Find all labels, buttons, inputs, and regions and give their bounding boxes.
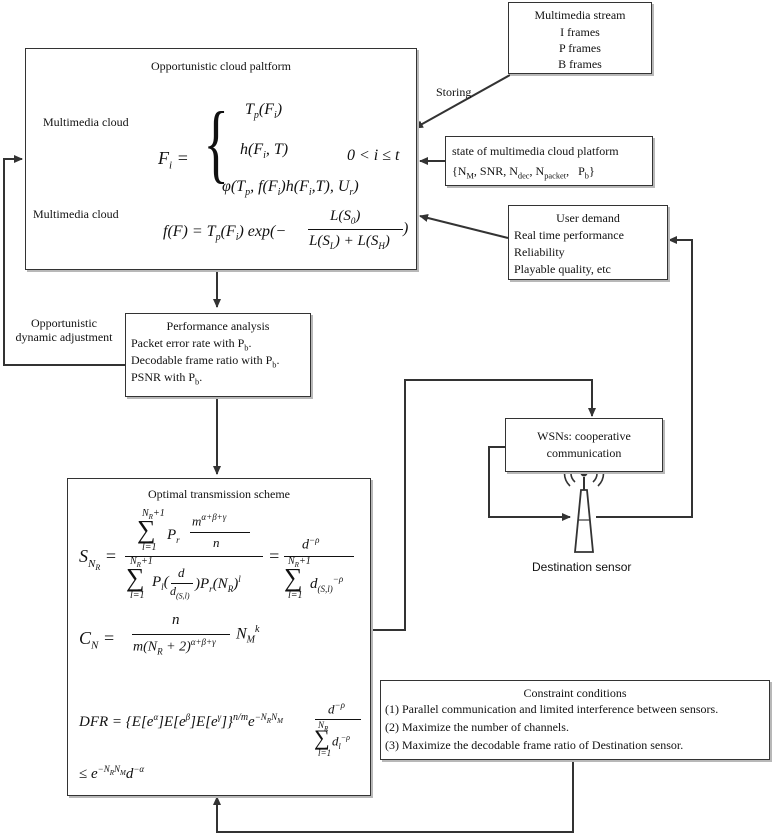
constraint-item-1: (1) Parallel communication and limited i… bbox=[385, 702, 719, 716]
platform-box bbox=[25, 48, 417, 270]
constraint-item-2: (2) Maximize the number of channels. bbox=[385, 720, 569, 734]
arrow-user-demand bbox=[419, 214, 509, 239]
user-demand-box: User demand Real time performance Reliab… bbox=[508, 205, 668, 280]
state-params: {NM, SNR, Ndec, Npacket, Pb} bbox=[452, 164, 595, 181]
stream-item-p: P frames bbox=[559, 41, 601, 55]
state-box: state of multimedia cloud platform {NM, … bbox=[445, 136, 653, 186]
platform-title: Opportunistic cloud paltform bbox=[151, 59, 291, 73]
destination-sensor-label: Destination sensor bbox=[532, 560, 632, 574]
arrow-destination-to-user-demand bbox=[596, 236, 693, 518]
wsn-title: WSNs: cooperative bbox=[537, 429, 631, 443]
user-demand-item-2: Reliability bbox=[514, 245, 565, 259]
performance-title: Performance analysis bbox=[166, 319, 270, 333]
eq1-condition: 0 < i ≤ t bbox=[347, 147, 400, 164]
arrow-wsn-to-destination bbox=[488, 446, 571, 521]
adjustment-label-2: dynamic adjustment bbox=[15, 330, 113, 344]
cloud-label-2: Multimedia cloud bbox=[33, 207, 119, 221]
optimal-box bbox=[67, 478, 371, 796]
arrow-optimal-to-wsn bbox=[372, 379, 596, 631]
performance-item-2: Decodable frame ratio with Pb. bbox=[131, 353, 280, 370]
stream-item-b: B frames bbox=[558, 57, 602, 71]
performance-item-3: PSNR with Pb. bbox=[131, 370, 203, 387]
eq1-lhs: F bbox=[158, 148, 169, 168]
adjustment-label-1: Opportunistic bbox=[31, 316, 97, 330]
arrow-storing bbox=[414, 74, 511, 129]
performance-item-1: Packet error rate with Pb. bbox=[131, 336, 252, 353]
storing-label: Storing bbox=[436, 85, 472, 99]
antenna-icon bbox=[563, 459, 605, 553]
performance-box: Performance analysis Packet error rate w… bbox=[125, 313, 311, 397]
user-demand-item-1: Real time performance bbox=[514, 228, 624, 242]
constraints-title: Constraint conditions bbox=[523, 686, 627, 700]
arrow-dynamic-adjustment bbox=[3, 155, 125, 366]
multimedia-stream-title: Multimedia stream bbox=[534, 8, 626, 22]
wsn-subtitle: communication bbox=[546, 446, 622, 460]
multimedia-stream-box: Multimedia stream I frames P frames B fr… bbox=[508, 2, 652, 74]
wsn-box: WSNs: cooperative communication bbox=[505, 418, 663, 472]
arrow-constraints-to-optimal bbox=[213, 760, 574, 833]
optimal-title: Optimal transmission scheme bbox=[148, 487, 290, 501]
constraint-item-3: (3) Maximize the decodable frame ratio o… bbox=[385, 738, 684, 752]
user-demand-item-3: Playable quality, etc bbox=[514, 262, 611, 276]
stream-item-i: I frames bbox=[560, 25, 600, 39]
constraints-box: Constraint conditions (1) Parallel commu… bbox=[380, 680, 770, 760]
state-title: state of multimedia cloud platform bbox=[452, 144, 619, 158]
user-demand-title: User demand bbox=[556, 211, 620, 225]
cloud-label-1: Multimedia cloud bbox=[43, 115, 129, 129]
